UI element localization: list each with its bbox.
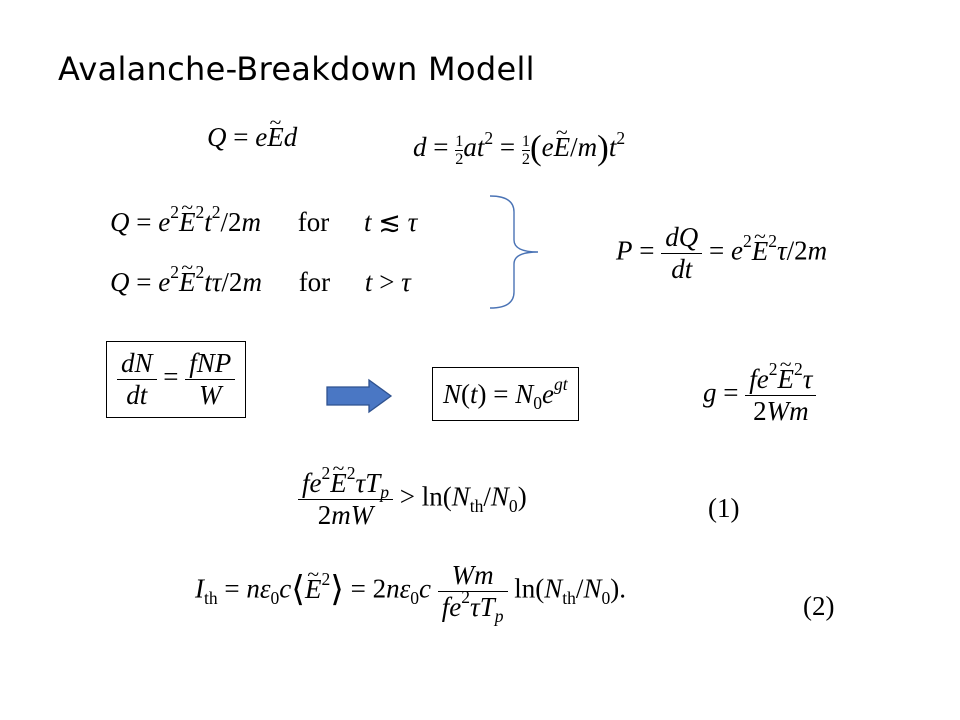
slide-title: Avalanche-Breakdown Modell — [58, 50, 535, 88]
equation-gain: g = fe2E2τ2Wm — [703, 352, 817, 427]
curly-brace-icon — [489, 195, 539, 309]
equation-q-charge: Q = eEd — [207, 110, 297, 153]
equation-q-long-time: Q = e2E2tτ/2m for t > τ — [110, 255, 411, 298]
equation-number-1: (1) — [708, 493, 740, 523]
equation-number-2: (2) — [803, 591, 835, 621]
equation-threshold-condition: fe2E2τTp2mW > ln(Nth/N0) — [298, 456, 527, 531]
equation-growth-boxed: N(t) = N0egt — [432, 367, 579, 421]
equation-q-short-time: Q = e2E2t2/2m for t ≲ τ — [110, 195, 417, 238]
right-arrow-icon — [326, 378, 393, 414]
